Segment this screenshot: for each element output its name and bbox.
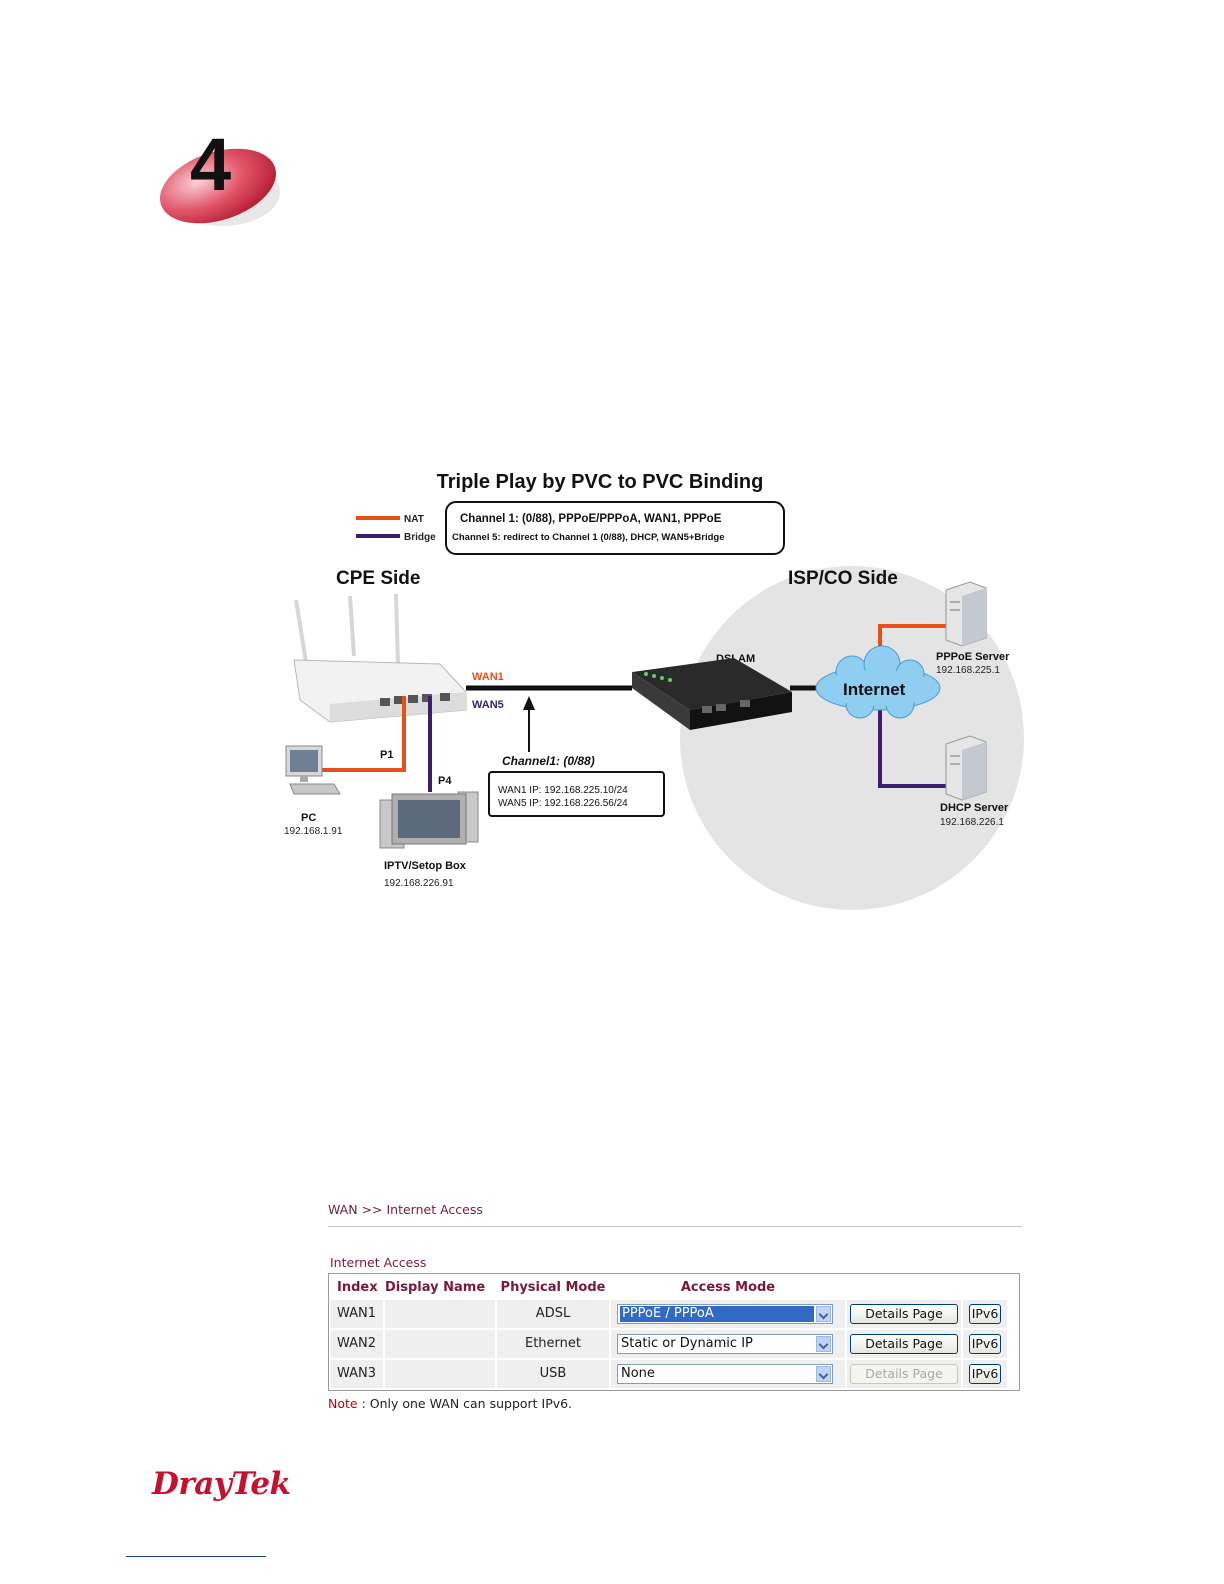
channel-box bbox=[445, 501, 785, 555]
p1-label: P1 bbox=[380, 749, 393, 761]
pc-icon bbox=[285, 745, 341, 795]
row-physical-mode: ADSL bbox=[497, 1300, 609, 1328]
divider bbox=[328, 1226, 1022, 1227]
isp-side-label: ISP/CO Side bbox=[788, 568, 898, 589]
dslam-icon bbox=[632, 658, 792, 730]
chevron-down-icon[interactable] bbox=[816, 1306, 831, 1322]
dhcp-server-icon bbox=[945, 735, 987, 801]
table-row: WAN3 USB None Details Page IPv6 bbox=[331, 1360, 1017, 1388]
chevron-down-icon[interactable] bbox=[816, 1366, 831, 1382]
pppoe-server-label: PPPoE Server bbox=[936, 651, 1010, 663]
dhcp-server-label: DHCP Server bbox=[940, 802, 1009, 814]
access-mode-value: PPPoE / PPPoA bbox=[620, 1306, 814, 1322]
cpe-side-label: CPE Side bbox=[336, 568, 420, 589]
isp-background bbox=[680, 566, 1024, 910]
wan-table: Index Display Name Physical Mode Access … bbox=[328, 1273, 1020, 1391]
wan-internet-access-panel: WAN >> Internet Access Internet Access I… bbox=[328, 1200, 1022, 1413]
ipv6-button[interactable]: IPv6 bbox=[969, 1364, 1001, 1384]
table-row: WAN2 Ethernet Static or Dynamic IP Detai… bbox=[331, 1330, 1017, 1358]
details-page-button[interactable]: Details Page bbox=[850, 1364, 958, 1384]
channel-label: Channel1: (0/88) bbox=[502, 754, 595, 768]
footer-rule bbox=[126, 1556, 266, 1557]
row-display-name bbox=[385, 1330, 495, 1358]
nat-line-p1 bbox=[320, 696, 406, 772]
wan1-label: WAN1 bbox=[472, 671, 504, 683]
ip-box-line1: WAN1 IP: 192.168.225.10/24 bbox=[498, 785, 628, 796]
access-mode-value: None bbox=[621, 1366, 655, 1381]
chevron-down-icon[interactable] bbox=[816, 1336, 831, 1352]
header-display-name: Display Name bbox=[385, 1279, 486, 1295]
row-index: WAN1 bbox=[331, 1300, 383, 1328]
draytek-logo: DrayTek bbox=[152, 1466, 291, 1502]
pppoe-server-ip: 192.168.225.1 bbox=[936, 665, 1000, 676]
row-physical-mode: USB bbox=[497, 1360, 609, 1388]
row-index: WAN2 bbox=[331, 1330, 383, 1358]
bridge-line-dhcp bbox=[878, 708, 946, 788]
pc-label: PC bbox=[301, 812, 316, 824]
network-diagram: Triple Play by PVC to PVC Binding NAT Br… bbox=[284, 471, 1024, 910]
header-access-mode: Access Mode bbox=[680, 1279, 776, 1295]
pppoe-server-icon bbox=[945, 581, 987, 647]
row-display-name bbox=[385, 1360, 495, 1388]
ipv6-button[interactable]: IPv6 bbox=[969, 1334, 1001, 1354]
access-mode-value: Static or Dynamic IP bbox=[621, 1336, 753, 1351]
details-page-button[interactable]: Details Page bbox=[850, 1334, 958, 1354]
row-display-name bbox=[385, 1300, 495, 1328]
ip-box bbox=[488, 771, 665, 817]
legend-nat-label: NAT bbox=[404, 514, 424, 525]
dhcp-server-ip: 192.168.226.1 bbox=[940, 817, 1004, 828]
p4-label: P4 bbox=[438, 775, 452, 787]
access-mode-select[interactable]: Static or Dynamic IP bbox=[617, 1334, 833, 1354]
note: Note : Only one WAN can support IPv6. bbox=[328, 1395, 1022, 1413]
details-page-button[interactable]: Details Page bbox=[850, 1304, 958, 1324]
legend-bridge-label: Bridge bbox=[404, 532, 436, 543]
iptv-label: IPTV/Setop Box bbox=[384, 860, 467, 872]
section-title: Internet Access bbox=[330, 1255, 427, 1270]
note-text: : Only one WAN can support IPv6. bbox=[357, 1396, 573, 1411]
table-header: Index Display Name Physical Mode Access … bbox=[331, 1276, 1017, 1298]
diagram-title: Triple Play by PVC to PVC Binding bbox=[437, 471, 764, 493]
router-icon bbox=[293, 593, 467, 723]
access-mode-select[interactable]: None bbox=[617, 1364, 833, 1384]
access-mode-select[interactable]: PPPoE / PPPoA bbox=[617, 1304, 833, 1324]
header-physical-mode: Physical Mode bbox=[500, 1279, 606, 1295]
wan5-label: WAN5 bbox=[472, 699, 504, 711]
breadcrumb: WAN >> Internet Access bbox=[328, 1202, 483, 1217]
row-physical-mode: Ethernet bbox=[497, 1330, 609, 1358]
internet-label: Internet bbox=[843, 680, 906, 699]
header-index: Index bbox=[337, 1279, 378, 1295]
pc-ip: 192.168.1.91 bbox=[284, 826, 343, 837]
chapter-badge-icon bbox=[159, 148, 280, 226]
chapter-number: 4 bbox=[190, 123, 232, 206]
row-index: WAN3 bbox=[331, 1360, 383, 1388]
iptv-ip: 192.168.226.91 bbox=[384, 878, 454, 889]
internet-cloud-icon bbox=[815, 645, 941, 719]
channel-box-line2: Channel 5: redirect to Channel 1 (0/88),… bbox=[452, 532, 725, 543]
table-row: WAN1 ADSL PPPoE / PPPoA Details Page IPv… bbox=[331, 1300, 1017, 1328]
note-label: Note bbox=[328, 1396, 358, 1411]
channel-box-line1: Channel 1: (0/88), PPPoE/PPPoA, WAN1, PP… bbox=[460, 513, 722, 525]
iptv-icon bbox=[379, 791, 479, 849]
ip-box-line2: WAN5 IP: 192.168.226.56/24 bbox=[498, 798, 628, 809]
ipv6-button[interactable]: IPv6 bbox=[969, 1304, 1001, 1324]
